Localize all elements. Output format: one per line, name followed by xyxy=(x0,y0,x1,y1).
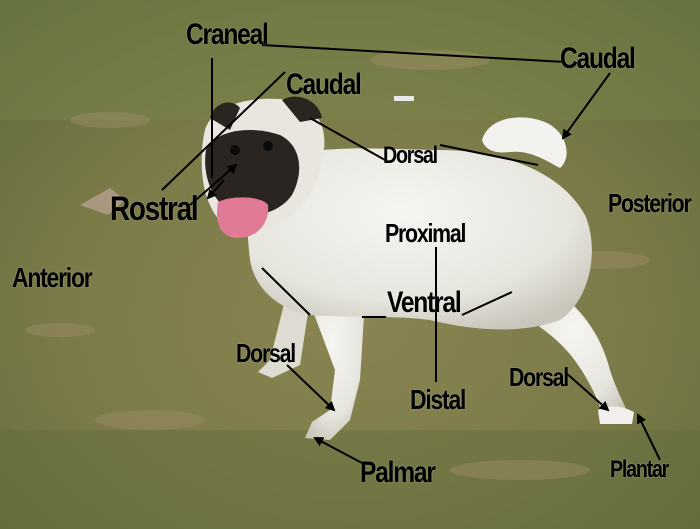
label-caudal-head: Caudal xyxy=(286,70,361,100)
label-palmar: Palmar xyxy=(360,458,435,488)
label-dorsal-back: Dorsal xyxy=(383,144,437,168)
label-craneal: Craneal xyxy=(186,20,268,50)
label-anterior: Anterior xyxy=(12,264,91,292)
label-caudal-top: Caudal xyxy=(560,44,635,74)
label-distal: Distal xyxy=(410,386,465,414)
litter-white xyxy=(394,96,414,101)
grass-bottom-band xyxy=(0,430,700,529)
label-ventral: Ventral xyxy=(387,288,460,318)
label-dorsal-front: Dorsal xyxy=(236,340,295,366)
dog-eye xyxy=(230,145,240,155)
label-dorsal-hind: Dorsal xyxy=(509,364,568,390)
label-plantar: Plantar xyxy=(610,458,668,482)
dog-eye xyxy=(263,141,273,151)
label-rostral: Rostral xyxy=(110,192,197,226)
label-posterior: Posterior xyxy=(608,190,691,216)
label-proximal: Proximal xyxy=(385,220,465,246)
